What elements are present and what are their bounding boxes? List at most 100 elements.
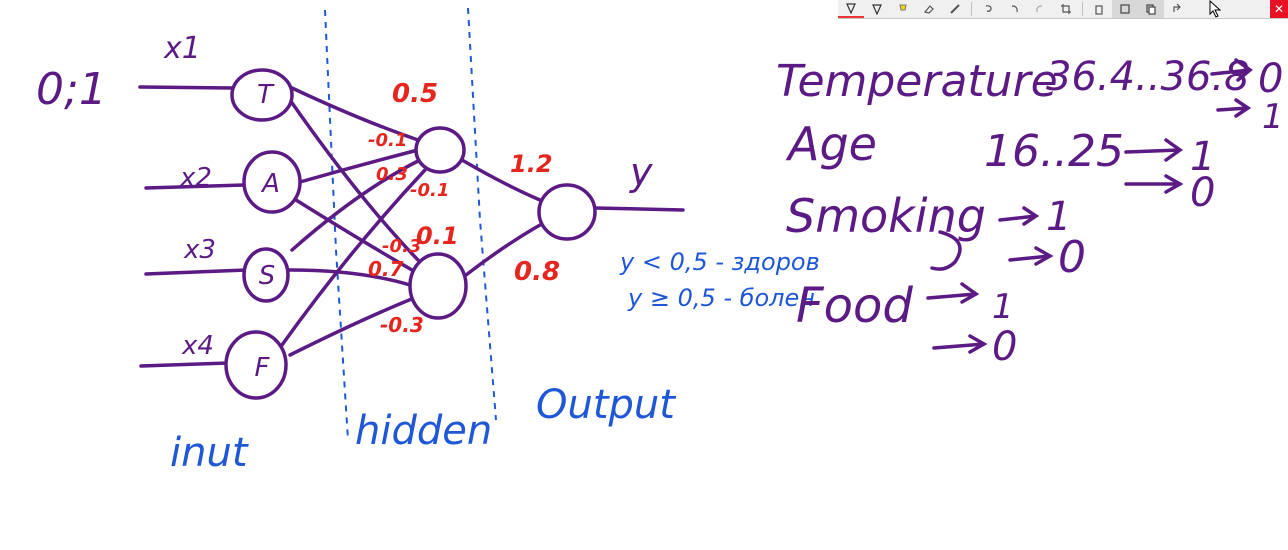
crop-icon[interactable] (1053, 0, 1079, 18)
smoking-g-tail (930, 230, 962, 271)
weight-h1-out: 1.2 (510, 150, 553, 178)
blue-annotations: y < 0,5 - здоров y ≥ 0,5 - болен inut hi… (170, 248, 820, 476)
feature-range-temperature: 36.4..36.8 (1046, 54, 1250, 100)
arrow-temp-1 (1216, 98, 1252, 118)
node-label-s: S (259, 261, 276, 291)
node-f (224, 330, 288, 400)
layer-label-hidden: hidden (355, 408, 492, 454)
feature-name-age: Age (785, 117, 877, 171)
node-s (242, 247, 290, 303)
input-line-1 (138, 85, 234, 90)
input-x2: x2 (179, 163, 212, 193)
pen-icon[interactable] (838, 0, 864, 18)
eraser-icon[interactable] (916, 0, 942, 18)
node-label-a: A (260, 169, 280, 199)
feature-map-food-1: 1 (992, 287, 1014, 327)
lasso-icon[interactable] (975, 0, 1001, 18)
edge-s-h2 (288, 268, 412, 287)
separator-hidden-output (467, 7, 497, 421)
edge-h2-out (464, 223, 542, 277)
mouse-cursor-icon (1209, 0, 1222, 18)
weight-a-h1: -0.1 (368, 130, 407, 151)
edge-f-h2 (288, 296, 416, 357)
input-line-2 (144, 183, 246, 190)
layer-label-output: Output (536, 382, 676, 428)
input-x1: x1 (163, 31, 201, 66)
toolbar-separator (1082, 2, 1083, 16)
feature-map-age-0: 0 (1190, 170, 1215, 216)
weight-t-h1: 0.5 (392, 79, 438, 109)
input-range: 0;1 (36, 64, 107, 115)
weight-h2-out: 0.8 (514, 257, 560, 287)
feature-map-temperature-1: 1 (1262, 97, 1284, 137)
redo-icon[interactable] (1027, 0, 1053, 18)
highlighter-icon[interactable] (890, 0, 916, 18)
close-icon[interactable]: ✕ (1270, 0, 1288, 18)
share-icon[interactable] (1164, 0, 1190, 18)
undo-icon[interactable] (1001, 0, 1027, 18)
arrow-smoking-1 (998, 206, 1040, 226)
delete-icon[interactable] (1086, 0, 1112, 18)
feature-map-temperature-0: 0 (1258, 56, 1283, 102)
weight-t-h2: 0.1 (416, 222, 459, 250)
input-line-4 (139, 361, 230, 368)
node-a (242, 150, 302, 214)
edge-f-h1 (280, 168, 427, 347)
layer-separators (324, 7, 497, 441)
arrow-food-0 (932, 334, 988, 354)
drawing-toolbar: ✕ (838, 0, 1288, 19)
feature-map-smoking-0: 0 (1058, 232, 1086, 283)
feature-map-food-0: 0 (992, 324, 1017, 370)
input-labels: 0;1 x1 x2 x3 x4 y (36, 31, 653, 361)
ruler-icon[interactable] (942, 0, 968, 18)
edge-a-h1 (298, 148, 420, 184)
node-label-f: F (255, 353, 271, 383)
layer-label-input: inut (170, 430, 249, 476)
weight-s-h2: 0.7 (368, 257, 404, 281)
arrow-temp-0 (1210, 58, 1253, 82)
input-line-3 (144, 268, 248, 276)
mapping-arrows (926, 58, 1253, 354)
input-x4: x4 (181, 331, 214, 361)
output-y: y (629, 150, 653, 194)
node-h2 (408, 252, 468, 320)
edge-t-h2 (288, 98, 420, 262)
edge-a-h2 (294, 198, 414, 272)
feature-map-age-1: 1 (1190, 134, 1215, 180)
input-x3: x3 (183, 235, 216, 265)
save-icon[interactable] (1112, 0, 1138, 18)
weight-s-h1: 0.3 (376, 164, 408, 185)
feature-range-age: 16..25 (984, 126, 1124, 177)
feature-map-smoking-1: 1 (1046, 194, 1071, 240)
feature-list: Temperature 36.4..36.8 0 1 Age 16..25 1 … (776, 54, 1284, 370)
weight-f-h2: -0.3 (380, 313, 424, 337)
edge-t-h1 (290, 86, 420, 142)
weight-f-h1: -0.1 (410, 180, 449, 201)
edge-h1-out (460, 158, 542, 202)
network-nodes (224, 68, 597, 400)
pen-dropdown-icon[interactable] (864, 0, 890, 18)
node-h1 (414, 126, 466, 174)
rule-sick: y ≥ 0,5 - болен (627, 284, 815, 312)
copy-icon[interactable] (1138, 0, 1164, 18)
feature-name-food: Food (796, 278, 913, 334)
node-t (230, 68, 294, 122)
network-connections (138, 85, 685, 368)
node-output (537, 183, 597, 241)
arrow-food-1 (926, 282, 980, 304)
weight-a-h2: -0.3 (382, 236, 421, 257)
feature-name-temperature: Temperature (776, 56, 1058, 107)
weights: 0.5 -0.1 0.3 -0.1 0.1 -0.3 0.7 -0.3 1.2 … (368, 79, 560, 337)
rule-healthy: y < 0,5 - здоров (619, 248, 820, 276)
output-line (593, 206, 685, 212)
arrow-age-0 (1124, 174, 1184, 194)
arrow-smoking-0 (1008, 246, 1054, 266)
toolbar-separator (971, 2, 972, 16)
feature-name-smoking: Smoking (786, 189, 986, 243)
node-letters: T A S F (255, 80, 280, 383)
node-label-t: T (257, 80, 275, 110)
edge-s-h1 (290, 158, 422, 252)
separator-input-hidden (324, 9, 349, 441)
arrow-age-1 (1124, 138, 1184, 162)
